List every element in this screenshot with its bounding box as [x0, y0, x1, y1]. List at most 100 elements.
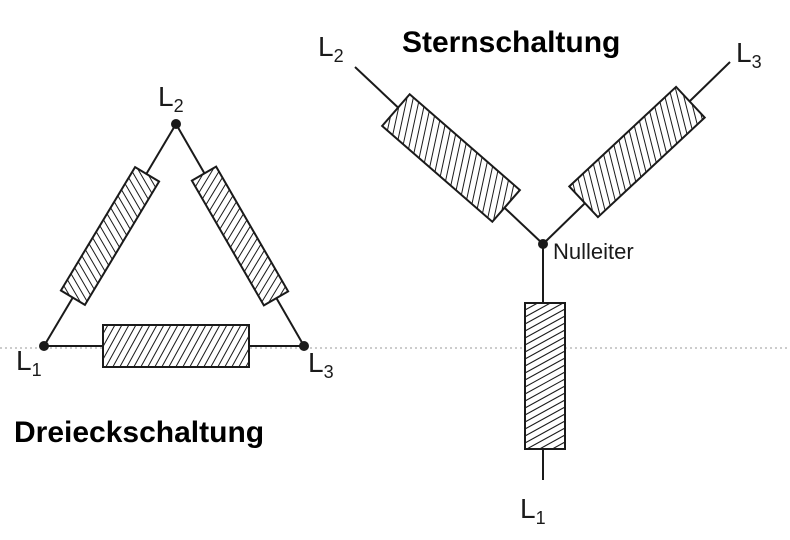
coil-hatch-line [70, 273, 88, 302]
coil-hatch-line [106, 213, 124, 242]
coil-hatch-line [524, 350, 566, 374]
delta-coil-bottom [102, 324, 250, 368]
coil-hatch-line [613, 144, 627, 192]
coil-hatch-line [524, 308, 566, 332]
coil-hatch-line [466, 152, 478, 200]
coil-hatch-line [392, 106, 400, 136]
coil-hatch-line [219, 201, 237, 230]
coil-hatch-line [587, 168, 601, 216]
coil-hatch-line [654, 106, 668, 154]
coil-hatch-line [524, 329, 566, 353]
coil-hatch-line [608, 149, 621, 197]
coil-hatch-line [450, 138, 462, 186]
coil-hatch-line [439, 129, 451, 177]
coil-hatch-line [664, 97, 678, 144]
coil-hatch-line [501, 180, 509, 211]
coil-hatch-line [128, 177, 146, 206]
coil-hatch-line [121, 189, 138, 218]
coil-hatch-line [524, 343, 566, 367]
coil-hatch-line [524, 315, 566, 339]
coil-hatch-line [649, 111, 662, 159]
coil-hatch-line [233, 225, 251, 254]
coil-hatch-line [700, 113, 703, 120]
coil-hatch-line [597, 159, 611, 206]
coil-hatch-line [147, 324, 172, 368]
coil-hatch-line [196, 324, 221, 368]
coil-hatch-line [386, 116, 391, 131]
coil-hatch-line [102, 324, 116, 347]
coil-hatch-line [524, 399, 566, 423]
coil-hatch-line [524, 302, 564, 325]
coil-hatch-line [279, 286, 286, 297]
coil-hatch-line [95, 231, 113, 260]
coil-hatch-line [582, 173, 594, 212]
coil-hatch-line [493, 175, 504, 221]
coil-hatch-line [182, 324, 207, 368]
coil-hatch-line [603, 154, 616, 202]
star-coil-l1 [524, 302, 566, 450]
coil-hatch-line [482, 166, 494, 214]
coil-hatch-line [418, 111, 430, 159]
coil-hatch-line [397, 97, 408, 140]
coil-hatch-line [524, 392, 566, 416]
coil-hatch-line [413, 106, 425, 154]
delta-title: Dreieckschaltung [14, 416, 264, 449]
delta-label-l3: L3 [308, 347, 334, 382]
coil-hatch-line [126, 324, 151, 368]
coil-hatch-line [124, 183, 142, 212]
coil-hatch-line [210, 324, 235, 368]
coil-hatch-line [140, 324, 165, 368]
coil-hatch-line [524, 302, 551, 318]
delta-node-l1 [39, 341, 49, 351]
coil-hatch-line [215, 195, 234, 224]
coil-hatch-line [175, 324, 200, 368]
coil-hatch-line [674, 87, 688, 135]
delta-connection: L1 L2 L3 Dreieckschaltung [14, 81, 334, 449]
coil-hatch-line [423, 115, 436, 163]
coil-hatch-line [592, 163, 606, 211]
coil-hatch-line [168, 324, 193, 368]
coil-hatch-line [261, 274, 279, 303]
coil-hatch-line [524, 406, 566, 430]
delta-coil-left [59, 165, 161, 307]
coil-hatch-line [119, 324, 144, 368]
coil-hatch-line [131, 171, 149, 200]
coil-hatch-line [524, 420, 566, 444]
coil-hatch-line [92, 237, 110, 266]
coil-hatch-line [524, 357, 566, 381]
coil-hatch-line [102, 324, 123, 360]
coil-hatch-line [103, 219, 120, 248]
coil-hatch-line [236, 231, 255, 260]
coil-hatch-line [85, 249, 102, 278]
coil-hatch-line [74, 267, 92, 296]
coil-hatch-line [257, 268, 276, 297]
coil-hatch-line [161, 324, 186, 368]
coil-hatch-line [526, 427, 566, 450]
coil-hatch-line [487, 170, 499, 218]
delta-node-l3 [299, 341, 309, 351]
coil-hatch-line [229, 219, 248, 248]
coil-hatch-line [240, 237, 258, 266]
coil-hatch-line [238, 348, 250, 368]
coil-hatch-line [250, 256, 269, 284]
coil-hatch-line [247, 250, 265, 278]
coil-hatch-line [63, 285, 71, 297]
coil-hatch-line [117, 195, 135, 224]
coil-hatch-line [113, 201, 131, 230]
coil-hatch-line [112, 324, 137, 368]
coil-hatch-line [231, 335, 250, 368]
coil-hatch-line [81, 255, 99, 284]
coil-hatch-line [638, 120, 652, 168]
coil-hatch-line [524, 302, 538, 311]
delta-node-l2 [171, 119, 181, 129]
star-neutral-node [538, 239, 548, 249]
coil-hatch-line [243, 243, 262, 272]
coil-hatch-line [429, 120, 441, 168]
coil-hatch-line [623, 135, 637, 182]
coil-hatch-line [524, 378, 566, 402]
coil-hatch-line [133, 324, 158, 368]
neutral-label: Nulleiter [553, 239, 634, 264]
coil-hatch-line [245, 360, 250, 368]
coil-hatch-line [194, 174, 204, 187]
